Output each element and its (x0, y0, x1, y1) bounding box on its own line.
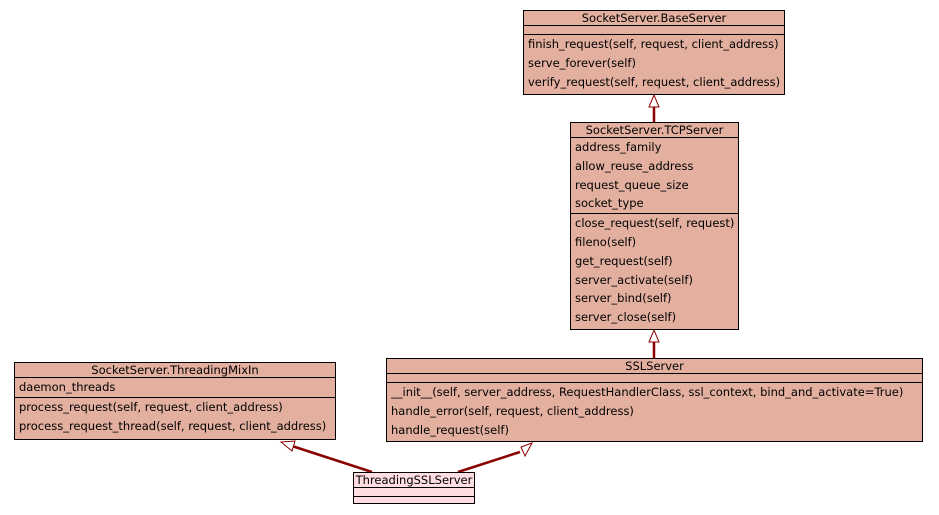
attribute: allow_reuse_address (575, 158, 694, 173)
edge-threadingsslserver-threadingmixin (291, 444, 373, 474)
method: get_request(self) (575, 253, 673, 268)
class-name: ThreadingSSLServer (354, 473, 474, 488)
method: handle_request(self) (391, 422, 509, 437)
methods-section: finish_request(self, request, client_add… (524, 35, 784, 91)
method: process_request_thread(self, request, cl… (19, 418, 327, 433)
inheritance-arrowhead (648, 328, 660, 343)
method: handle_error(self, request, client_addre… (391, 403, 634, 418)
inheritance-arrowhead (279, 440, 296, 452)
class-threadingmixin[interactable]: SocketServer.ThreadingMixIn daemon_threa… (14, 362, 336, 440)
class-baseserver[interactable]: SocketServer.BaseServer finish_request(s… (523, 10, 785, 95)
edge-threadingsslserver-sslserver (457, 450, 521, 474)
attribute: daemon_threads (19, 380, 116, 394)
method: finish_request(self, request, client_add… (528, 37, 779, 51)
method: __init__(self, server_address, RequestHa… (391, 385, 904, 399)
method: serve_forever(self) (528, 55, 636, 70)
method: server_bind(self) (575, 291, 672, 306)
methods-section: process_request(self, request, client_ad… (15, 398, 335, 436)
class-tcpserver[interactable]: SocketServer.TCPServer address_family al… (570, 122, 739, 330)
inheritance-arrowhead (520, 442, 534, 458)
attribute: socket_type (575, 196, 644, 211)
methods-section: __init__(self, server_address, RequestHa… (387, 383, 922, 439)
method: verify_request(self, request, client_add… (528, 74, 781, 89)
attributes-section (524, 26, 784, 35)
inheritance-arrowhead (648, 93, 660, 108)
method: server_close(self) (575, 310, 677, 325)
class-name: SocketServer.BaseServer (524, 11, 784, 26)
method: close_request(self, request) (575, 216, 735, 231)
attributes-section: address_family allow_reuse_address reque… (571, 138, 738, 215)
class-name: SSLServer (387, 359, 922, 374)
attributes-section (354, 488, 474, 497)
method: server_activate(self) (575, 272, 693, 287)
method: process_request(self, request, client_ad… (19, 399, 283, 414)
methods-section (354, 497, 474, 505)
method: fileno(self) (575, 234, 637, 249)
class-name: SocketServer.TCPServer (571, 123, 738, 138)
attributes-section (387, 374, 922, 383)
attribute: request_queue_size (575, 177, 689, 192)
attribute: address_family (575, 140, 662, 154)
class-sslserver[interactable]: SSLServer __init__(self, server_address,… (386, 358, 923, 442)
class-threadingsslserver[interactable]: ThreadingSSLServer (353, 472, 475, 504)
class-name: SocketServer.ThreadingMixIn (15, 363, 335, 378)
attributes-section: daemon_threads (15, 378, 335, 398)
methods-section: close_request(self, request) fileno(self… (571, 214, 738, 327)
